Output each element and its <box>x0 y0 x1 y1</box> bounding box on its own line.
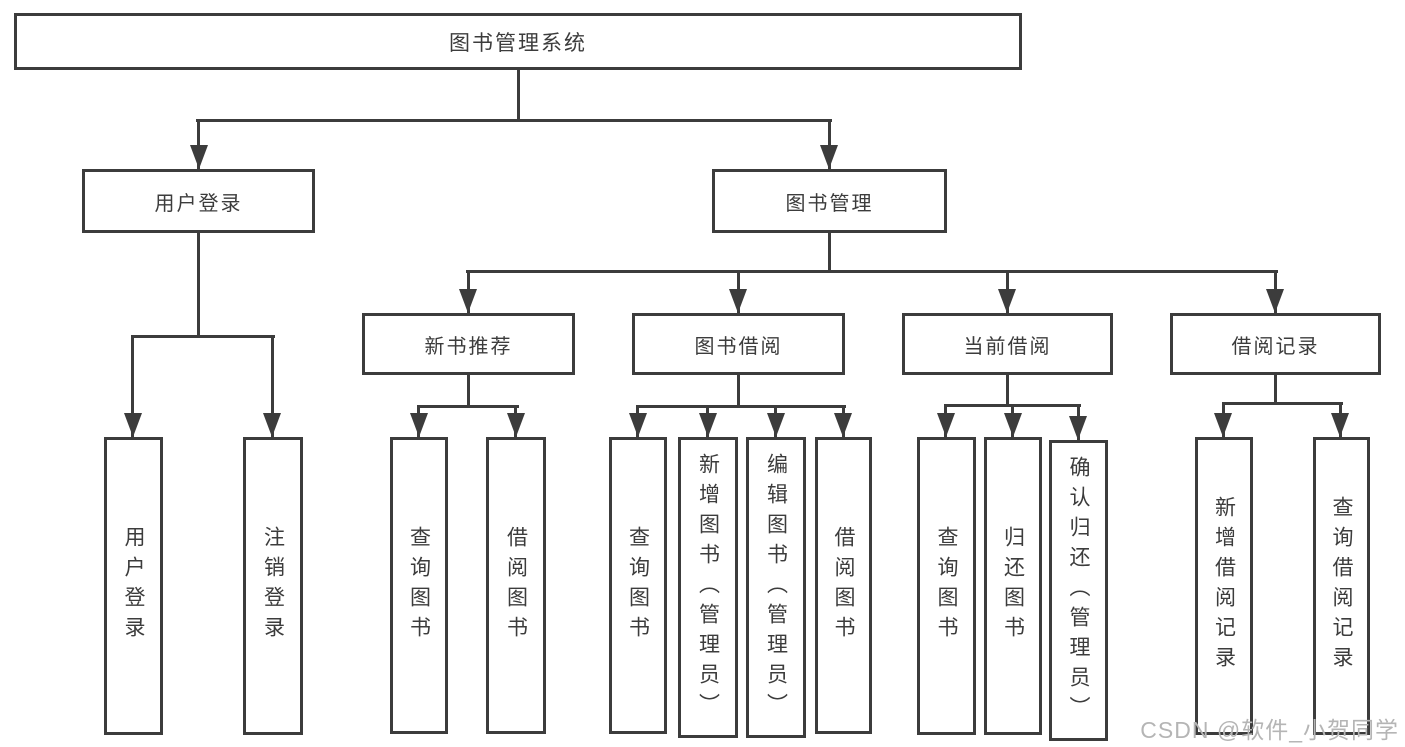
arrow-down-icon <box>124 413 142 437</box>
node-leaf-return-books: 归还图书 <box>984 437 1042 735</box>
arrow-down-icon <box>998 289 1016 313</box>
arrow-down-icon <box>190 145 208 169</box>
connector-line <box>1222 402 1343 405</box>
arrow-down-icon <box>937 413 955 437</box>
arrow-down-icon <box>767 413 785 437</box>
connector-line <box>196 119 832 122</box>
node-leaf-edit-books-admin: 编辑图书（管理员） <box>746 437 806 738</box>
node-leaf-add-borrow-record: 新增借阅记录 <box>1195 437 1253 735</box>
arrow-down-icon <box>507 413 525 437</box>
connector-line <box>1006 375 1009 406</box>
connector-line <box>131 338 134 437</box>
arrow-down-icon <box>410 413 428 437</box>
node-leaf-confirm-return-admin: 确认归还（管理员） <box>1049 440 1108 741</box>
node-book-borrowing: 图书借阅 <box>632 313 845 375</box>
connector-line <box>131 335 275 338</box>
node-leaf-logout: 注销登录 <box>243 437 303 735</box>
arrow-down-icon <box>1331 413 1349 437</box>
leaf-label: 查询图书 <box>626 525 650 646</box>
connector-line <box>467 375 470 407</box>
node-leaf-add-books-admin: 新增图书（管理员） <box>678 437 738 738</box>
node-leaf-borrow-books: 借阅图书 <box>486 437 546 734</box>
leaf-label: 注销登录 <box>261 526 285 646</box>
leaf-label: 用户登录 <box>122 526 145 646</box>
arrow-down-icon <box>459 289 477 313</box>
connector-line <box>466 270 1278 273</box>
connector-line <box>636 405 846 408</box>
node-book-management: 图书管理 <box>712 169 947 233</box>
connector-line <box>417 405 519 408</box>
node-leaf-query-books: 查询图书 <box>390 437 448 734</box>
connector-line <box>737 375 740 407</box>
arrow-down-icon <box>1069 416 1087 440</box>
leaf-label: 归还图书 <box>1001 526 1025 646</box>
leaf-label: 编辑图书（管理员） <box>764 452 788 723</box>
node-leaf-query-borrow-record: 查询借阅记录 <box>1313 437 1370 735</box>
arrow-down-icon <box>1214 413 1232 437</box>
arrow-down-icon <box>629 413 647 437</box>
node-borrowing-records: 借阅记录 <box>1170 313 1381 375</box>
leaf-label: 借阅图书 <box>504 525 528 646</box>
arrow-down-icon <box>699 413 717 437</box>
arrow-down-icon <box>820 145 838 169</box>
connector-line <box>517 70 520 122</box>
leaf-label: 确认归还（管理员） <box>1067 455 1090 726</box>
node-leaf-borrow-books-2: 借阅图书 <box>815 437 872 734</box>
node-leaf-user-login: 用户登录 <box>104 437 163 735</box>
arrow-down-icon <box>1266 289 1284 313</box>
node-user-login: 用户登录 <box>82 169 315 233</box>
arrow-down-icon <box>1004 413 1022 437</box>
node-new-book-recommendation: 新书推荐 <box>362 313 575 375</box>
leaf-label: 查询图书 <box>407 525 431 646</box>
connector-line <box>1274 375 1277 404</box>
leaf-label: 查询图书 <box>935 526 958 646</box>
arrow-down-icon <box>263 413 281 437</box>
leaf-label: 查询借阅记录 <box>1330 496 1353 676</box>
leaf-label: 新增借阅记录 <box>1212 496 1236 676</box>
leaf-label: 借阅图书 <box>832 525 855 646</box>
connector-line <box>197 233 200 338</box>
node-root: 图书管理系统 <box>14 13 1022 70</box>
connector-line <box>271 338 274 437</box>
connector-line <box>828 233 831 270</box>
connector-line <box>944 404 1081 407</box>
node-leaf-query-books-3: 查询图书 <box>917 437 976 735</box>
watermark: CSDN @软件_小贺同学 <box>1140 717 1399 743</box>
node-leaf-query-books-2: 查询图书 <box>609 437 667 734</box>
arrow-down-icon <box>834 413 852 437</box>
node-current-borrowing: 当前借阅 <box>902 313 1113 375</box>
leaf-label: 新增图书（管理员） <box>696 452 720 723</box>
arrow-down-icon <box>729 289 747 313</box>
